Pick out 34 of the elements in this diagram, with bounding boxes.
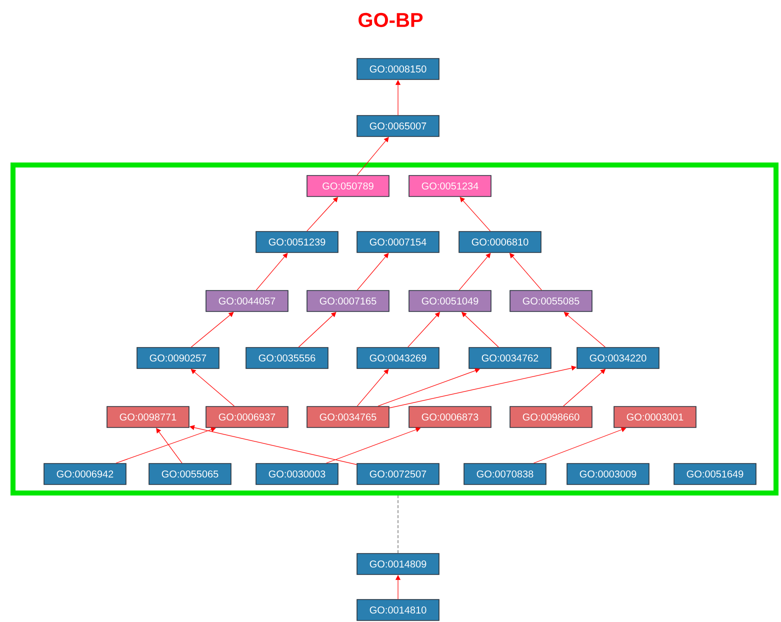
term-box: GO:0065007 [356, 115, 440, 137]
term-box: GO:0014810 [356, 599, 440, 621]
term-box: GO:0055065 [148, 463, 232, 485]
title: GO-BP [358, 12, 423, 28]
term-box: GO:0007165 [306, 290, 390, 312]
term-box: GO:0007154 [356, 231, 440, 253]
term-box: GO:0006937 [206, 406, 288, 428]
term-box: GO:0034765 [306, 406, 390, 428]
term-box: GO:0006942 [44, 463, 126, 485]
term-box: GO:0008150 [356, 58, 440, 80]
term-box: GO:0030003 [256, 463, 338, 485]
term-box: GO:0006873 [408, 406, 492, 428]
term-box: GO:0051239 [256, 231, 338, 253]
term-box: GO:0051234 [408, 175, 492, 197]
term-box: GO:0003009 [566, 463, 650, 485]
term-box: GO:0090257 [136, 347, 220, 369]
term-box: GO:0070838 [464, 463, 546, 485]
frame [10, 162, 778, 496]
term-box: GO:050789 [306, 175, 390, 197]
term-box: GO:0051049 [408, 290, 492, 312]
term-box: GO:0006810 [458, 231, 542, 253]
term-box: GO:0072507 [356, 463, 440, 485]
term-box: GO:0034762 [468, 347, 552, 369]
term-box: GO:0098771 [106, 406, 190, 428]
term-box: GO:0003001 [614, 406, 696, 428]
term-box: GO:0098660 [510, 406, 592, 428]
term-box: GO:0055085 [510, 290, 592, 312]
term-box: GO:0014809 [356, 553, 440, 575]
arrow [533, 427, 626, 464]
term-box: GO:0034220 [576, 347, 660, 369]
term-box: GO:0035556 [246, 347, 328, 369]
term-box: GO:0044057 [206, 290, 288, 312]
term-box: GO:0051649 [674, 463, 756, 485]
term-box: GO:0043269 [356, 347, 440, 369]
